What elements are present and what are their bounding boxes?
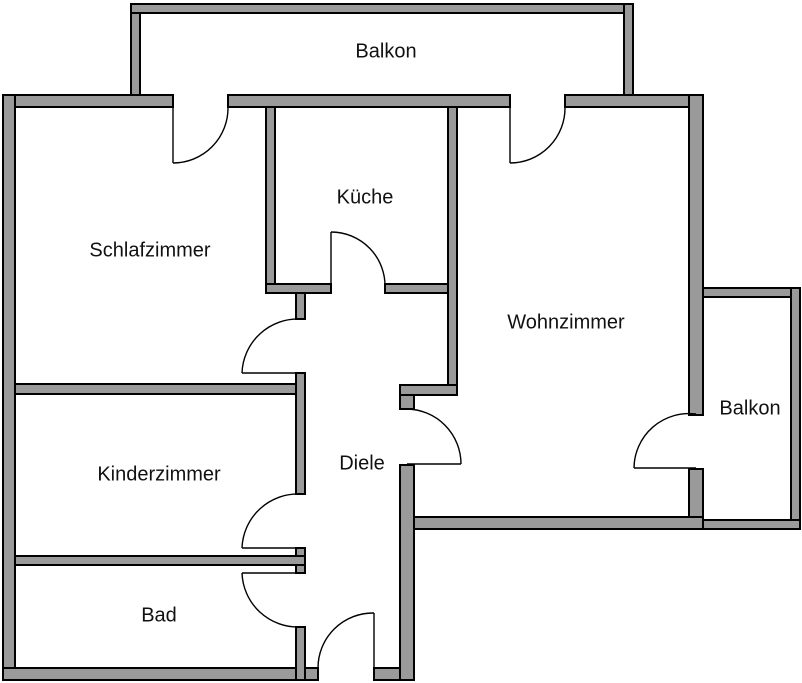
door-living-balcony-right bbox=[633, 412, 697, 469]
wall-balcony-right-side bbox=[790, 287, 801, 530]
label-balkon-right: Balkon bbox=[719, 397, 780, 419]
door-bedroom-balcony bbox=[172, 106, 229, 164]
walls bbox=[2, 3, 801, 681]
door-bad bbox=[241, 572, 301, 628]
door-living bbox=[406, 408, 462, 465]
wall-kitchen-right bbox=[447, 106, 458, 396]
wall-bedroom-bottom bbox=[14, 383, 306, 395]
label-balkon-top: Balkon bbox=[355, 40, 416, 62]
wall-kitchen-bottom-right bbox=[384, 283, 458, 294]
label-wohnzimmer: Wohnzimmer bbox=[507, 311, 625, 333]
label-kueche: Küche bbox=[337, 186, 394, 208]
wall-top-left bbox=[2, 94, 174, 108]
label-bad: Bad bbox=[141, 604, 177, 626]
door-kitchen bbox=[330, 231, 386, 289]
wall-kitchen-bottom-left bbox=[265, 283, 332, 294]
room-labels: Balkon Schlafzimmer Küche Wohnzimmer Kin… bbox=[89, 40, 780, 626]
wall-top-right bbox=[564, 94, 704, 108]
wall-top-middle bbox=[227, 94, 511, 108]
wall-hall-left-4 bbox=[295, 626, 306, 681]
label-diele: Diele bbox=[339, 452, 385, 474]
door-kinderzimmer bbox=[241, 493, 301, 549]
wall-hall-left-1 bbox=[295, 292, 306, 320]
door-living-balcony bbox=[509, 106, 566, 164]
wall-balcony-right-top bbox=[702, 287, 801, 298]
wall-balcony-top bbox=[130, 3, 634, 14]
wall-hall-right-lower bbox=[399, 464, 415, 681]
doors bbox=[172, 106, 697, 669]
wall-balcony-right bbox=[623, 3, 634, 96]
wall-balcony-right-bottom bbox=[702, 519, 801, 530]
label-kinderzimmer: Kinderzimmer bbox=[97, 463, 221, 485]
wall-balcony-left bbox=[130, 3, 141, 96]
wall-bottom-left bbox=[2, 667, 319, 681]
wall-right-upper bbox=[688, 94, 704, 416]
door-bedroom bbox=[241, 318, 301, 374]
wall-living-bottom bbox=[399, 516, 704, 530]
door-entrance bbox=[317, 612, 375, 669]
wall-hall-left-2 bbox=[295, 372, 306, 495]
label-schlafzimmer: Schlafzimmer bbox=[89, 239, 210, 261]
wall-kinder-bottom bbox=[14, 555, 306, 566]
wall-kitchen-left bbox=[265, 106, 276, 294]
wall-hall-living-connector bbox=[399, 384, 458, 396]
wall-left-exterior bbox=[2, 94, 16, 681]
